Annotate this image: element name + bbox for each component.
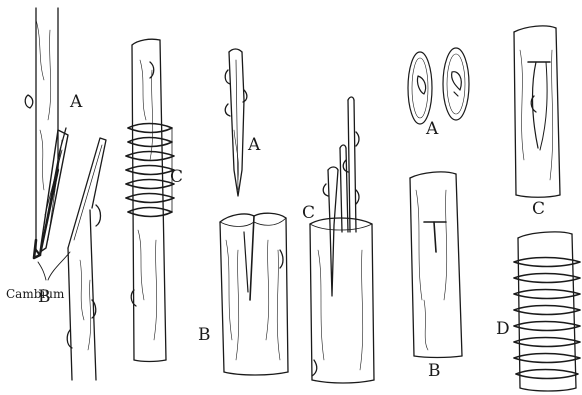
tied-label-C: C [170,167,183,187]
cleft-label-B: B [198,325,211,345]
whip-stock-B [67,138,106,380]
cleft-stock-B [220,213,288,375]
whip-scion-A [25,8,66,258]
whip-graft-figure: A B Cambium [6,8,106,380]
cleft-scion-A [225,49,247,196]
bud-label-A: A [425,119,439,139]
whip-label-A: A [69,92,83,112]
whip-graft-tied-figure: C [126,39,183,361]
cleft-label-A: A [247,135,261,155]
bud-label-B: B [428,361,441,381]
budding-stock-B [410,172,462,358]
budding-inserted-C [514,26,560,197]
bud-shields-A [408,48,469,124]
bud-label-C: C [532,199,545,219]
budding-figure: A B C [408,26,580,391]
cleft-label-C: C [302,203,315,223]
cleft-graft-figure: A B [198,49,374,383]
cambium-label: Cambium [6,287,65,301]
budding-wrapped-D [514,232,580,391]
cleft-inserted-C [310,97,374,383]
cambium-pointer [38,252,70,280]
bud-label-D: D [496,319,510,339]
